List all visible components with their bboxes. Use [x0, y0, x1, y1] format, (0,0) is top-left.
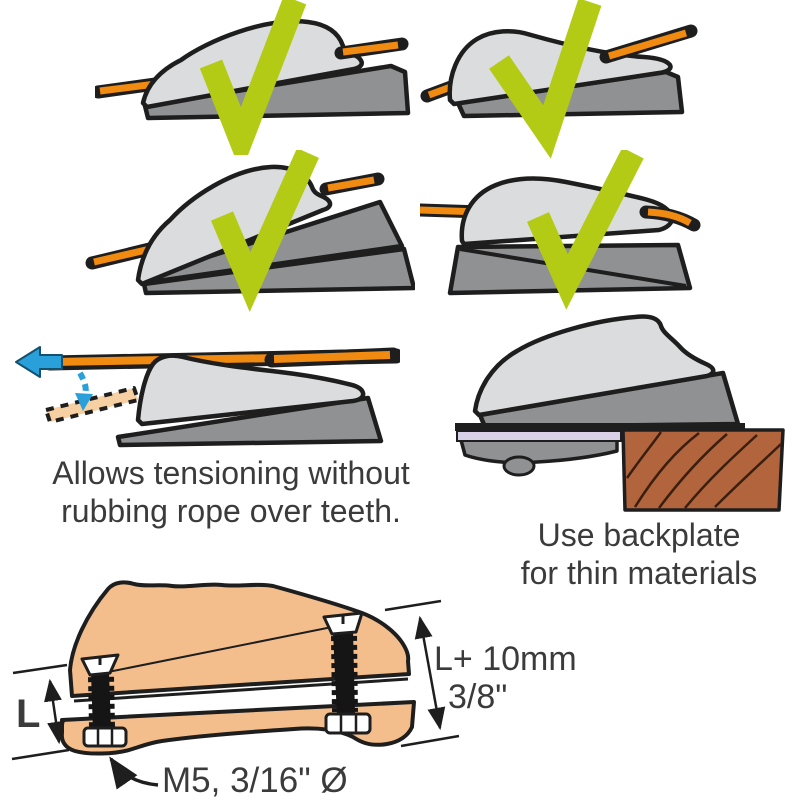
thin-panel-top-line [455, 423, 745, 431]
extension-line [12, 663, 68, 675]
checkmark-icon [489, 0, 602, 159]
wood-block [621, 428, 785, 512]
figure-wedge-rope-exit-flat [95, 0, 411, 155]
rope [327, 176, 375, 192]
caption-backplate: Use backplate for thin materials [478, 516, 800, 592]
dimension-left [11, 663, 70, 761]
caption-tensioning: Allows tensioning without rubbing rope o… [0, 454, 462, 530]
mounting-wedge [115, 395, 384, 448]
caption-line: for thin materials [520, 555, 758, 591]
rope [607, 29, 688, 60]
extension-line [384, 599, 442, 612]
checkmark-icon [199, 0, 307, 155]
bolt-right [322, 611, 372, 735]
cleat-section-upper [68, 580, 411, 698]
release-arrow-icon [15, 346, 63, 378]
bolt-threads [331, 635, 358, 713]
dimension-right [384, 599, 460, 748]
checkmark-icon [527, 150, 644, 310]
cleat-body [140, 19, 364, 110]
extension-line [11, 748, 70, 761]
figure-tensioning-release [15, 346, 400, 448]
bolt-nut-facets [96, 729, 114, 745]
extension-line [400, 734, 460, 748]
thin-panel [456, 430, 622, 442]
dim-label-length: L+ 10mm [434, 640, 577, 678]
wood-grain [625, 431, 782, 509]
figure-opposed-wedges-level [420, 150, 701, 310]
lower-wedge [141, 246, 415, 296]
figure-bolt-length-section: L L+ 10mm 3/8" M5, 3/16" Ø [11, 580, 577, 800]
bolt-nut-facets [339, 715, 358, 732]
cleat-body [135, 353, 366, 427]
drill-axis-line [97, 622, 353, 675]
drop-arrow-head-icon [75, 393, 93, 411]
rope [273, 351, 391, 363]
bolt-nut [82, 726, 128, 748]
rope [342, 41, 399, 56]
figure-double-wedge [85, 150, 415, 312]
caption-line: Use backplate [537, 517, 741, 553]
cleat-body [472, 314, 716, 418]
figure-wedge-rope-exit-steep [420, 0, 698, 159]
bolt-nut [324, 712, 372, 735]
ghost-rope-released [44, 386, 140, 424]
bolt-left [80, 653, 128, 748]
dim-label-length-inch: 3/8" [448, 678, 507, 716]
bolt-spec-label: M5, 3/16" Ø [162, 761, 348, 800]
backplate-bracket [459, 438, 619, 465]
backplate-screw [502, 455, 536, 477]
dim-label-L: L [16, 692, 40, 736]
drop-arrow-icon [77, 371, 89, 396]
figure-backplate-thin-material [455, 314, 785, 512]
caption-line: rubbing rope over teeth. [61, 493, 401, 529]
mounting-wedge [142, 63, 411, 121]
dimension-arrow-icon [414, 615, 446, 731]
rope [647, 208, 692, 227]
dimension-arrow-icon [44, 678, 65, 745]
pointer-arrow-icon [109, 756, 159, 790]
checkmark-icon [210, 150, 319, 312]
caption-line: Allows tensioning without [52, 455, 410, 491]
